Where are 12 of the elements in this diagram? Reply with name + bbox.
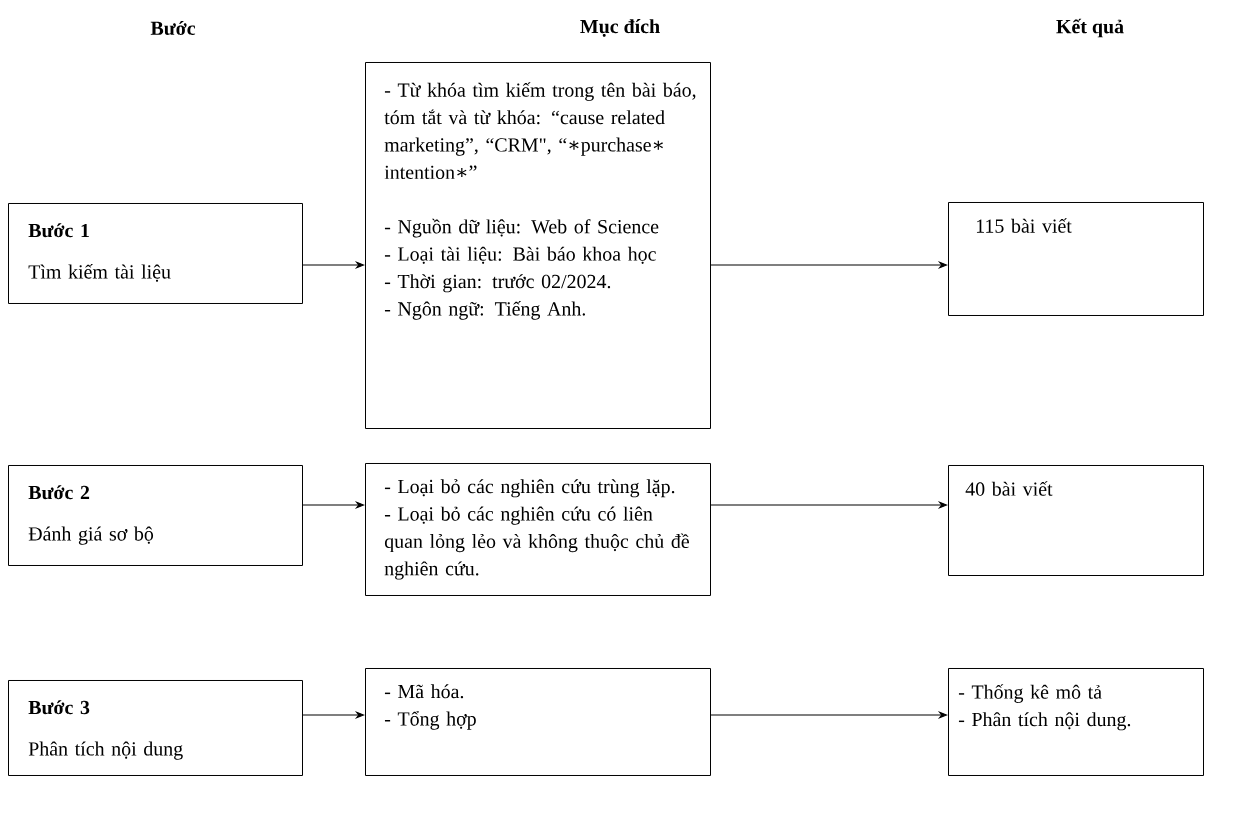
purpose-box: - Loại bỏ các nghiên cứu trùng lặp. - Loại bỏ các nghiên cứu có liên quan lỏng lẻo và không thuộc chủ đề nghiên cứu. [365, 463, 711, 596]
step-box: Bước 1 Tìm kiếm tài liệu [8, 203, 303, 304]
result-box: - Thống kê mô tả - Phân tích nội dung. [948, 668, 1204, 776]
column-header: Kết quả [1056, 18, 1124, 38]
purpose-box: - Mã hóa. - Tổng hợp [365, 668, 711, 776]
column-header: Mục đích [580, 19, 660, 37]
column-header: Bước [150, 20, 196, 36]
purpose-box: - Từ khóa tìm kiếm trong tên bài báo, tóm tắt và từ khóa: “cause related marketing”, “CRM", “∗purchase∗ intention∗” - Nguồn dữ liệu: Web of Science - Loại tài liệu: Bài báo khoa học - Thời gian: trước 02/2024. - Ngôn ngữ: Tiếng Anh. [365, 62, 711, 429]
step-box: Bước 2 Đánh giá sơ bộ [8, 465, 303, 566]
step-box: Bước 3 Phân tích nội dung [8, 680, 303, 776]
result-box: 115 bài viết [948, 202, 1204, 316]
result-box: 40 bài viết [948, 465, 1204, 576]
